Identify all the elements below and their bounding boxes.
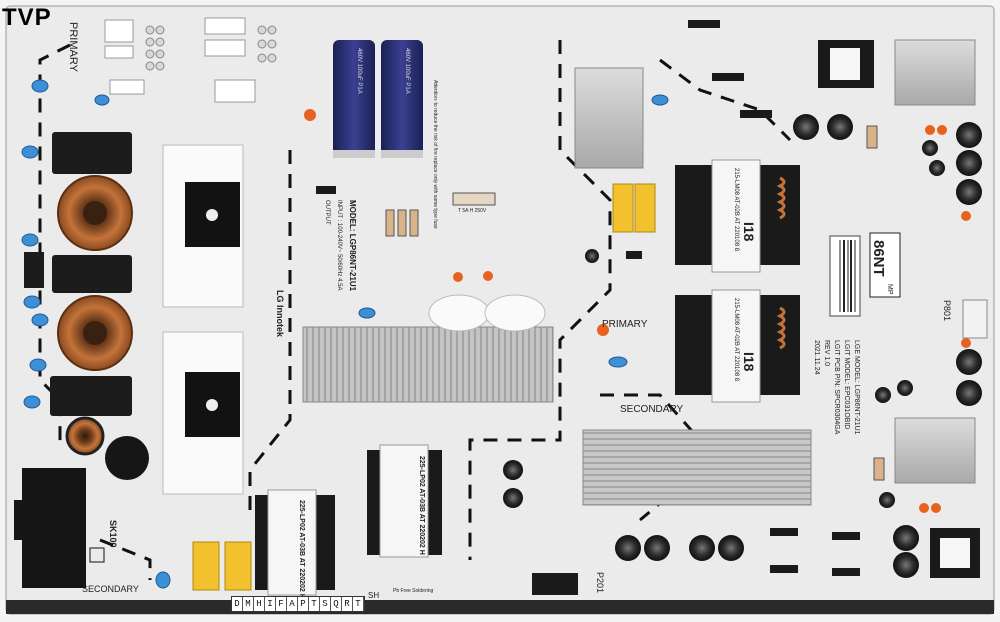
transformers bbox=[255, 159, 800, 596]
input-connector bbox=[22, 468, 86, 588]
right-heatsink-bottom bbox=[894, 417, 976, 484]
resistors bbox=[385, 125, 885, 481]
right-heatsink-top bbox=[894, 39, 976, 106]
code-cell: D bbox=[232, 597, 243, 611]
label-secondary-bottom: SECONDARY bbox=[82, 584, 139, 594]
barcode bbox=[839, 240, 856, 312]
bottom-code-strip: D M H I F A P T S Q R T bbox=[231, 596, 365, 612]
orange-parts bbox=[304, 109, 971, 513]
sk100-label: SK100 bbox=[108, 520, 118, 548]
label-maker: LG Innotek bbox=[275, 290, 285, 338]
code-cell: T bbox=[353, 597, 364, 611]
module-label: MODEL: LGP86NT-21U1 bbox=[348, 200, 357, 292]
code-cell: R bbox=[342, 597, 353, 611]
code-cell: H bbox=[254, 597, 265, 611]
xfmr-d-text: 215-LM08 AT-02B AT 220108 ß bbox=[733, 298, 739, 382]
center-heatsink bbox=[302, 326, 554, 403]
badge-big-text: 86NT bbox=[870, 240, 887, 277]
p201-connector bbox=[532, 573, 578, 595]
model-line-1: LGE MODEL: LGP86NT-21U1 bbox=[853, 340, 860, 435]
code-cell: A bbox=[287, 597, 298, 611]
code-cell: M bbox=[243, 597, 254, 611]
output-label: OUTPUT bbox=[324, 200, 330, 225]
code18-a: I18 bbox=[741, 222, 757, 242]
blue-capacitors bbox=[21, 79, 669, 589]
label-secondary-mid: SECONDARY bbox=[620, 404, 683, 415]
model-line-3: LGIT PCB P/N: SPCR0304GA bbox=[833, 340, 840, 435]
warning-text: Attention: to reduce the risk of fire re… bbox=[432, 80, 438, 229]
fuse-label: T 5A H 250V bbox=[458, 208, 487, 214]
thermistor bbox=[105, 436, 149, 480]
p801-connector bbox=[962, 299, 988, 339]
code-cell: F bbox=[276, 597, 287, 611]
label-primary-top: PRIMARY bbox=[67, 22, 79, 73]
toroid-coils bbox=[57, 175, 133, 456]
sk-box bbox=[89, 547, 105, 563]
top-heatsink bbox=[574, 67, 644, 169]
sh-label: SH bbox=[368, 591, 379, 600]
badge-86nt bbox=[869, 232, 901, 298]
yellow-capacitors bbox=[192, 183, 656, 591]
model-line-5: 2021.11.24 bbox=[813, 340, 820, 375]
code18-b: I18 bbox=[741, 352, 757, 372]
bulk-capacitors bbox=[333, 40, 423, 158]
output-capacitors bbox=[503, 114, 982, 578]
code-cell: I bbox=[265, 597, 276, 611]
xfmr-a-text: 225-LP02 AT-03B AT 220202 H bbox=[418, 456, 425, 555]
model-line-2: LGIT MODEL: EPC031OBID bbox=[843, 340, 850, 429]
line-filters bbox=[24, 132, 132, 416]
cap-text-2: 460V 100uF P1A bbox=[404, 48, 410, 94]
label-primary-mid: PRIMARY bbox=[602, 319, 648, 330]
code-cell: Q bbox=[331, 597, 342, 611]
xfmr-b-text: 225-LP02 AT-03B AT 220202 H bbox=[298, 500, 305, 599]
badge-small-text: MP bbox=[886, 284, 893, 295]
code-cell: S bbox=[320, 597, 331, 611]
p801-label: P801 bbox=[942, 300, 952, 321]
p201-label: P201 bbox=[595, 572, 605, 593]
corner-logo: TVP bbox=[2, 4, 52, 31]
input-label: INPUT : 100-240V~ 50/60Hz 4.5A bbox=[336, 200, 342, 290]
cap-text-1: 460V 100uF P1A bbox=[356, 48, 362, 94]
xfmr-c-text: 215-LM08 AT-02B AT 220108 ß bbox=[733, 168, 739, 252]
secondary-heatsink bbox=[582, 429, 812, 506]
code-cell: P bbox=[298, 597, 309, 611]
left-heatsinks bbox=[162, 144, 244, 495]
code-cell: T bbox=[309, 597, 320, 611]
top-left-components bbox=[104, 17, 277, 103]
diodes bbox=[316, 20, 860, 576]
pb-label: Pb Free Soldering bbox=[393, 588, 434, 594]
model-line-4: REV 1.0 bbox=[823, 340, 830, 366]
